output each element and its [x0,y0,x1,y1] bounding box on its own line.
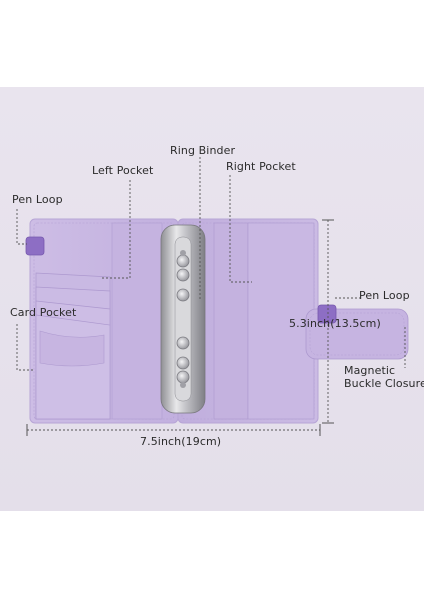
pen-loop-left-label: Pen Loop [12,193,63,206]
right-pocket-label: Right Pocket [226,160,296,173]
magnetic-label-line1: Magnetic [344,364,396,377]
magnetic-label-line2: Buckle Closure [344,377,424,390]
width-dimension-label: 7.5inch(19cm) [140,435,222,448]
pen-loop-left [25,236,45,256]
card-pockets [35,272,111,420]
ring-binder-label: Ring Binder [170,144,236,157]
pen-loop-right-label: Pen Loop [359,289,410,302]
ring-binder-mechanism [160,224,206,414]
binder-body [25,218,409,424]
binder-illustration [16,157,409,436]
dimension-caps [26,219,334,436]
product-photo-area: Ring Binder Left Pocket Right Pocket Pen… [0,87,424,511]
right-pockets [213,222,315,420]
height-dimension-label: 5.3inch(13.5cm) [289,317,381,330]
annotation-lines [16,157,406,431]
magnetic-clasp [305,304,409,360]
left-pocket-label: Left Pocket [92,164,154,177]
card-pocket-label: Card Pocket [10,306,77,319]
pen-loop-right [317,304,337,324]
